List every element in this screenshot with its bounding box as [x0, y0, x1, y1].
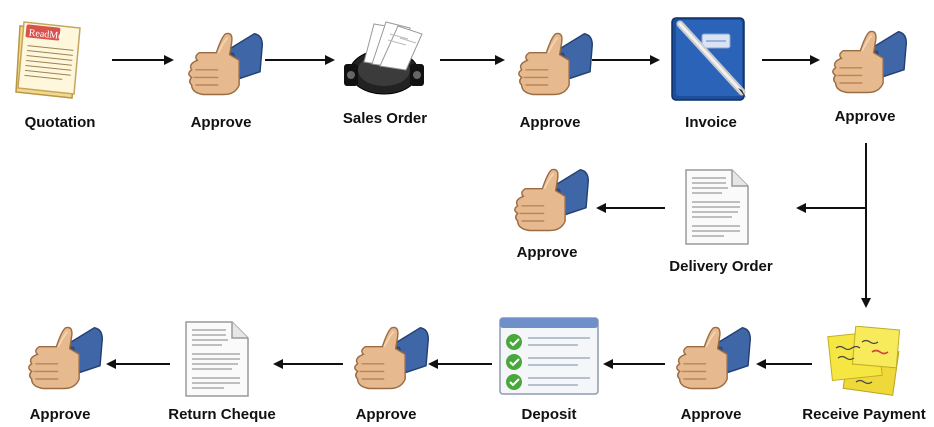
approve-6-node: [346, 322, 432, 398]
approve-6-label: Approve: [355, 406, 417, 423]
return-cheque-node: [182, 318, 252, 400]
approve-2-node: [510, 28, 596, 104]
readme-note-icon: ReadMe: [15, 21, 81, 99]
sticky-notes-icon: [827, 326, 901, 396]
receive-payment-node: [826, 326, 902, 398]
quotation-label: Quotation: [24, 114, 96, 131]
thumbs-up-icon: [180, 28, 266, 104]
sales-order-node: [338, 14, 434, 100]
approve-5-label: Approve: [680, 406, 742, 423]
deposit-label: Deposit: [521, 406, 577, 423]
deposit-node: [498, 316, 602, 398]
approve-4-label: Approve: [516, 244, 578, 261]
readme-text: ReadMe: [28, 28, 63, 43]
approve-3-node: [824, 26, 910, 102]
approve-4-node: [506, 164, 592, 240]
delivery-order-label: Delivery Order: [669, 258, 773, 275]
approve-7-node: [20, 322, 106, 398]
document-icon: [182, 318, 252, 400]
sales-order-label: Sales Order: [342, 110, 428, 127]
thumbs-up-icon: [346, 322, 432, 398]
approve-1-label: Approve: [190, 114, 252, 131]
notebook-pen-icon: [671, 17, 746, 101]
rolodex-icon: [344, 21, 424, 95]
approve-5-node: [668, 322, 754, 398]
thumbs-up-icon: [506, 164, 592, 240]
document-icon: [682, 166, 752, 248]
delivery-order-node: [682, 166, 752, 248]
invoice-label: Invoice: [685, 114, 737, 131]
thumbs-up-icon: [668, 322, 754, 398]
approve-3-label: Approve: [834, 108, 896, 125]
quotation-node: ReadMe: [14, 18, 86, 100]
thumbs-up-icon: [824, 26, 910, 102]
approve-7-label: Approve: [29, 406, 91, 423]
approve-2-label: Approve: [519, 114, 581, 131]
approve-1-node: [180, 28, 266, 104]
invoice-node: [666, 12, 756, 104]
receive-payment-label: Receive Payment: [802, 406, 926, 423]
thumbs-up-icon: [20, 322, 106, 398]
return-cheque-label: Return Cheque: [168, 406, 276, 423]
thumbs-up-icon: [510, 28, 596, 104]
checklist-icon: [499, 317, 599, 395]
